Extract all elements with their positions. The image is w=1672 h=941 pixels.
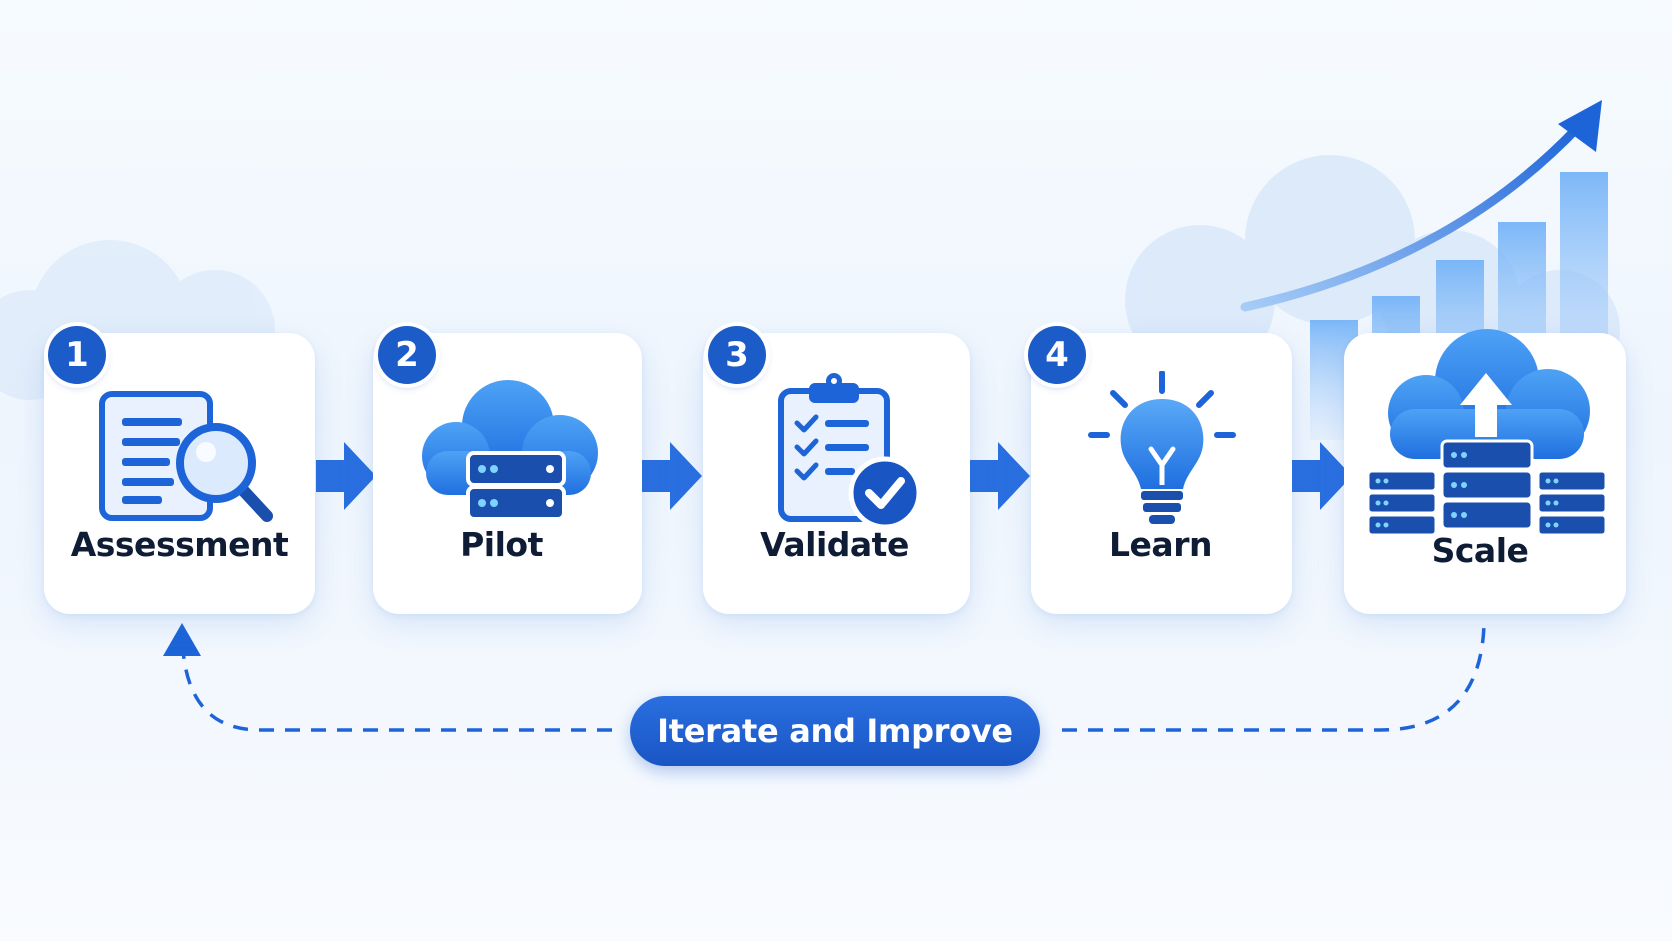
- step-label: Assessment: [70, 525, 289, 564]
- loop-arrowhead-icon: [163, 623, 201, 656]
- flow-arrow-icon: [970, 442, 1030, 510]
- iterate-improve-label: Iterate and Improve: [630, 696, 1040, 766]
- flow-arrow-icon: [1292, 442, 1352, 510]
- step-label: Scale: [1431, 531, 1529, 570]
- flow-arrow-icon: [642, 442, 702, 510]
- clipboard-check-icon: [778, 373, 922, 530]
- step-card-pilot: Pilot: [373, 333, 642, 614]
- step-number-badge: 1: [48, 326, 106, 384]
- step-label: Pilot: [460, 525, 543, 564]
- step-number-badge: 3: [708, 326, 766, 384]
- step-card-learn: Learn: [1031, 333, 1292, 614]
- cloud-server-icon: [422, 380, 598, 521]
- trend-arrow-icon: [1240, 100, 1602, 312]
- step-label: Validate: [760, 525, 909, 564]
- cloud-upload-servers-icon: [1366, 329, 1608, 537]
- document-magnifier-icon: [99, 391, 273, 522]
- lightbulb-icon: [1088, 371, 1236, 524]
- iteration-loop-path: [181, 624, 1486, 732]
- step-card-scale: Scale: [1344, 329, 1626, 614]
- step-number-badge: 2: [378, 326, 436, 384]
- flow-arrow-icon: [316, 442, 376, 510]
- step-label: Learn: [1109, 525, 1212, 564]
- step-number-badge: 4: [1028, 326, 1086, 384]
